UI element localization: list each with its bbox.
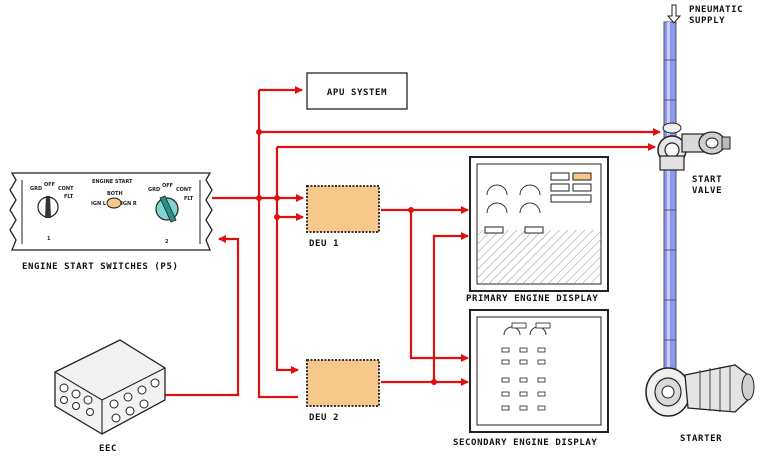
pneumatic-supply-label-2: SUPPLY: [689, 16, 725, 26]
ignition-selector: [106, 197, 122, 209]
eec-icon: [54, 339, 166, 435]
starter-label: STARTER: [680, 434, 722, 444]
primary-engine-display-label: PRIMARY ENGINE DISPLAY: [466, 294, 598, 304]
ign-right: IGN R: [121, 201, 137, 207]
engine-start-panel: [9, 172, 213, 251]
pneumatic-supply-label: PNEUMATIC: [689, 5, 743, 15]
deu2-box: [306, 359, 380, 407]
switch2-pos-flt: FLT: [184, 196, 194, 202]
switch2-pos-grd: GRD: [148, 187, 160, 193]
engine-start-switch-2: [155, 195, 179, 223]
starter-icon: [645, 364, 755, 417]
start-valve-icon: [657, 122, 731, 171]
pneumatic-duct: [663, 21, 677, 393]
eec-label: EEC: [99, 444, 117, 454]
deu2-label: DEU 2: [309, 413, 339, 423]
pneumatic-supply-arrow-icon: [666, 4, 682, 24]
switch1-number: 1: [47, 236, 51, 242]
apu-system-label: APU SYSTEM: [327, 88, 387, 98]
wiring: [164, 86, 661, 399]
ign-both: BOTH: [107, 191, 123, 197]
switch1-pos-cont: CONT: [58, 186, 74, 192]
switch1-pos-flt: FLT: [64, 194, 74, 200]
switch2-pos-off: OFF: [162, 183, 173, 189]
switch2-number: 2: [165, 239, 169, 245]
start-valve-label: START: [692, 175, 722, 185]
engine-start-switch-1: [37, 196, 59, 218]
engine-start-switches-label: ENGINE START SWITCHES (P5): [22, 262, 178, 272]
ign-left: IGN L: [91, 201, 107, 207]
start-valve-label-2: VALVE: [692, 186, 722, 196]
switch2-pos-cont: CONT: [176, 187, 192, 193]
deu1-label: DEU 1: [309, 239, 339, 249]
panel-title: ENGINE START: [92, 179, 133, 185]
apu-system-box: [306, 72, 408, 110]
primary-engine-display: [469, 156, 609, 292]
switch1-pos-off: OFF: [44, 182, 55, 188]
secondary-engine-display: [469, 309, 609, 433]
deu1-box: [306, 185, 380, 233]
secondary-engine-display-label: SECONDARY ENGINE DISPLAY: [453, 438, 597, 448]
wire-junctions: [256, 129, 437, 385]
switch1-pos-grd: GRD: [30, 186, 42, 192]
